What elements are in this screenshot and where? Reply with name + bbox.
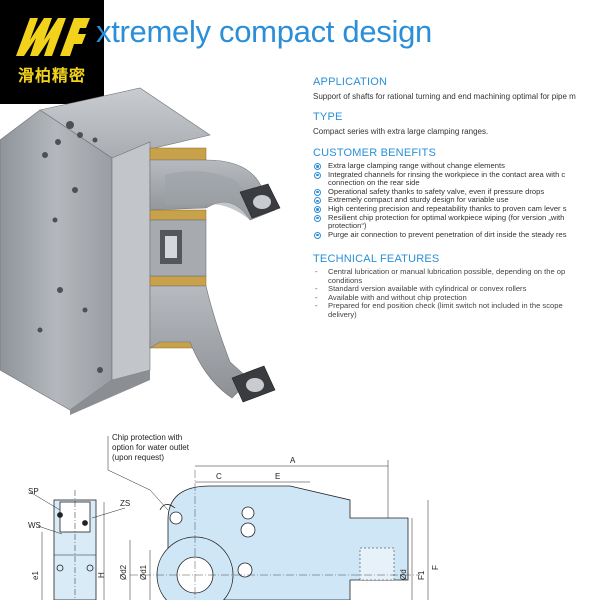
page-title: xtremely compact design	[96, 14, 432, 49]
label-zs: ZS	[120, 499, 130, 508]
type-text: Compact series with extra large clamping…	[313, 127, 489, 136]
feature-item: -Prepared for end position check (limit …	[313, 302, 600, 319]
label-d: Ød	[399, 569, 408, 580]
label-f1: F1	[417, 570, 426, 580]
dash-marker: -	[315, 292, 318, 302]
label-sp: SP	[28, 487, 39, 496]
item-text: Standard version available with cylindri…	[328, 284, 527, 294]
application-heading: APPLICATION	[313, 76, 388, 88]
item-text: Purge air connection to prevent penetrat…	[328, 229, 567, 239]
label-d2: Ød2	[119, 564, 128, 580]
benefit-item: Purge air connection to prevent penetrat…	[313, 229, 600, 240]
benefit-item: Extremely compact and sturdy design for …	[313, 196, 600, 205]
item-text-continuation: protection“)	[328, 221, 367, 231]
features-list: - Central lubrication or manual lubricati…	[313, 267, 600, 320]
application-text: Support of shafts for rational turning a…	[313, 92, 576, 101]
bullet-circle-icon	[314, 205, 321, 213]
label-c: C	[216, 472, 222, 481]
features-heading: TECHNICAL FEATURES	[313, 253, 440, 265]
label-d1: Ød1	[139, 564, 148, 580]
item-text: Operational safety thanks to safety valv…	[328, 186, 545, 196]
bullet-circle-icon	[314, 163, 321, 170]
application-section: APPLICATION Support of shafts for ration…	[313, 76, 600, 101]
feature-item: -Standard version available with cylindr…	[313, 284, 600, 294]
benefits-heading: CUSTOMER BENEFITS	[313, 147, 436, 159]
item-text: High centering precision and repeatabili…	[328, 203, 567, 213]
dash-marker: -	[315, 284, 318, 294]
bullet-circle-icon	[314, 188, 321, 196]
logo-mark-icon	[16, 18, 90, 56]
company-logo: 滑柏精密	[0, 0, 104, 104]
callout-line-3: (upon request)	[112, 453, 164, 462]
item-text: Prepared for end position check (limit s…	[328, 301, 563, 311]
bullet-circle-icon	[314, 214, 321, 222]
item-text-continuation: conditions	[328, 275, 363, 285]
label-ws: WS	[28, 521, 41, 530]
item-text: Integrated channels for rinsing the work…	[328, 169, 566, 179]
side-view	[29, 490, 126, 600]
benefit-item: Integrated channels for rinsing the work…	[313, 169, 600, 188]
logo-text: 滑柏精密	[17, 66, 86, 85]
dash-marker: -	[315, 267, 318, 276]
item-text-continuation: connection on the rear side	[328, 178, 420, 188]
benefit-item: High centering precision and repeatabili…	[313, 203, 600, 214]
item-text: Extremely compact and sturdy design for …	[328, 195, 509, 205]
front-view	[130, 470, 420, 600]
benefit-item: Extra large clamping range without chang…	[313, 161, 600, 171]
item-text-continuation: delivery)	[328, 309, 357, 319]
steady-rest-product-image	[0, 87, 281, 415]
label-e: E	[275, 472, 280, 481]
label-e1: e1	[31, 571, 40, 580]
dash-marker: -	[315, 301, 318, 311]
bullet-circle-icon	[314, 231, 321, 239]
feature-item: - Central lubrication or manual lubricati…	[313, 267, 600, 285]
callout-line-1: Chip protection with	[112, 433, 182, 442]
benefit-item: Resilient chip protection for optimal wo…	[313, 212, 600, 231]
technical-drawing: SP ZS WS e1 H Chip protection with optio…	[28, 433, 440, 600]
feature-item: -Available with and without chip protect…	[313, 292, 600, 303]
callout-line-2: option for water outlet	[112, 443, 190, 452]
features-section: TECHNICAL FEATURES - Central lubrication …	[313, 253, 600, 320]
benefit-item: Operational safety thanks to safety valv…	[313, 186, 600, 197]
bullet-circle-icon	[314, 197, 321, 205]
benefits-section: CUSTOMER BENEFITS Extra large clamping r…	[313, 147, 600, 239]
benefits-list: Extra large clamping range without chang…	[313, 161, 600, 240]
item-text: Central lubrication or manual lubricatio…	[328, 267, 566, 276]
label-f: F	[431, 565, 440, 570]
type-section: TYPE Compact series with extra large cla…	[313, 111, 600, 136]
item-text: Extra large clamping range without chang…	[328, 161, 505, 170]
item-text: Available with and without chip protecti…	[328, 292, 467, 302]
label-a: A	[290, 456, 296, 465]
label-h: H	[97, 572, 106, 578]
type-heading: TYPE	[313, 111, 343, 123]
item-text: Resilient chip protection for optimal wo…	[328, 212, 565, 222]
bullet-circle-icon	[314, 171, 321, 179]
